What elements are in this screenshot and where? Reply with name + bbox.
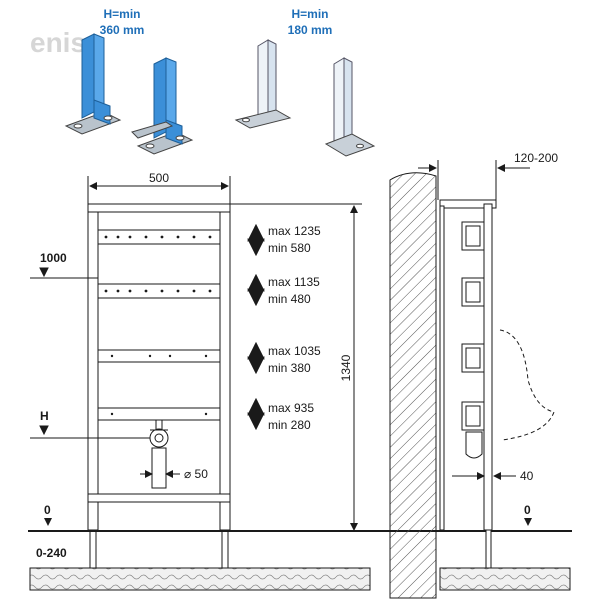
width-dimension bbox=[87, 176, 231, 204]
drain-pipe bbox=[149, 420, 169, 489]
front-frame bbox=[87, 203, 231, 569]
adjustment-3-max: max 1035 bbox=[268, 344, 321, 358]
front-rails bbox=[97, 229, 221, 421]
pipe-offset-label: 40 bbox=[520, 469, 534, 483]
level-0240-label: 0-240 bbox=[36, 546, 67, 560]
adjustment-4-max: max 935 bbox=[268, 401, 314, 415]
variant-left-label-top: H=min bbox=[103, 7, 140, 21]
level-1000-marker bbox=[30, 267, 98, 279]
side-level-0-label: 0 bbox=[524, 503, 531, 517]
side-brackets bbox=[461, 221, 485, 459]
variant-left-label-bottom: 360 mm bbox=[100, 23, 145, 37]
urinal-outline bbox=[499, 329, 555, 441]
adjustment-4-min: min 280 bbox=[268, 418, 311, 432]
ground-side bbox=[439, 567, 571, 591]
adjustment-1-min: min 580 bbox=[268, 241, 311, 255]
rail-holes bbox=[104, 235, 212, 416]
variant-right-illustration bbox=[234, 39, 376, 157]
adjustment-3-min: min 380 bbox=[268, 361, 311, 375]
ground-front bbox=[29, 567, 371, 591]
variant-right-label-bottom: 180 mm bbox=[288, 23, 333, 37]
variant-left-illustration bbox=[64, 33, 194, 155]
height-dimension bbox=[230, 203, 362, 531]
width-label: 500 bbox=[149, 171, 169, 185]
depth-dimension bbox=[418, 160, 530, 204]
height-label: 1340 bbox=[339, 354, 353, 381]
level-1000-label: 1000 bbox=[40, 251, 67, 265]
adjustment-2-max: max 1135 bbox=[268, 275, 320, 289]
level-h-label: H bbox=[40, 409, 49, 423]
level-0-label: 0 bbox=[44, 503, 51, 517]
floor-line bbox=[28, 518, 572, 532]
adjustment-1-max: max 1235 bbox=[268, 224, 321, 238]
variant-right-label-top: H=min bbox=[291, 7, 328, 21]
wall-section bbox=[389, 172, 437, 599]
depth-label: 120-200 bbox=[514, 151, 558, 165]
side-frame bbox=[439, 199, 497, 569]
level-h-marker bbox=[30, 425, 150, 439]
adjustment-2-min: min 480 bbox=[268, 292, 311, 306]
pipe-label: ⌀ 50 bbox=[184, 467, 208, 481]
